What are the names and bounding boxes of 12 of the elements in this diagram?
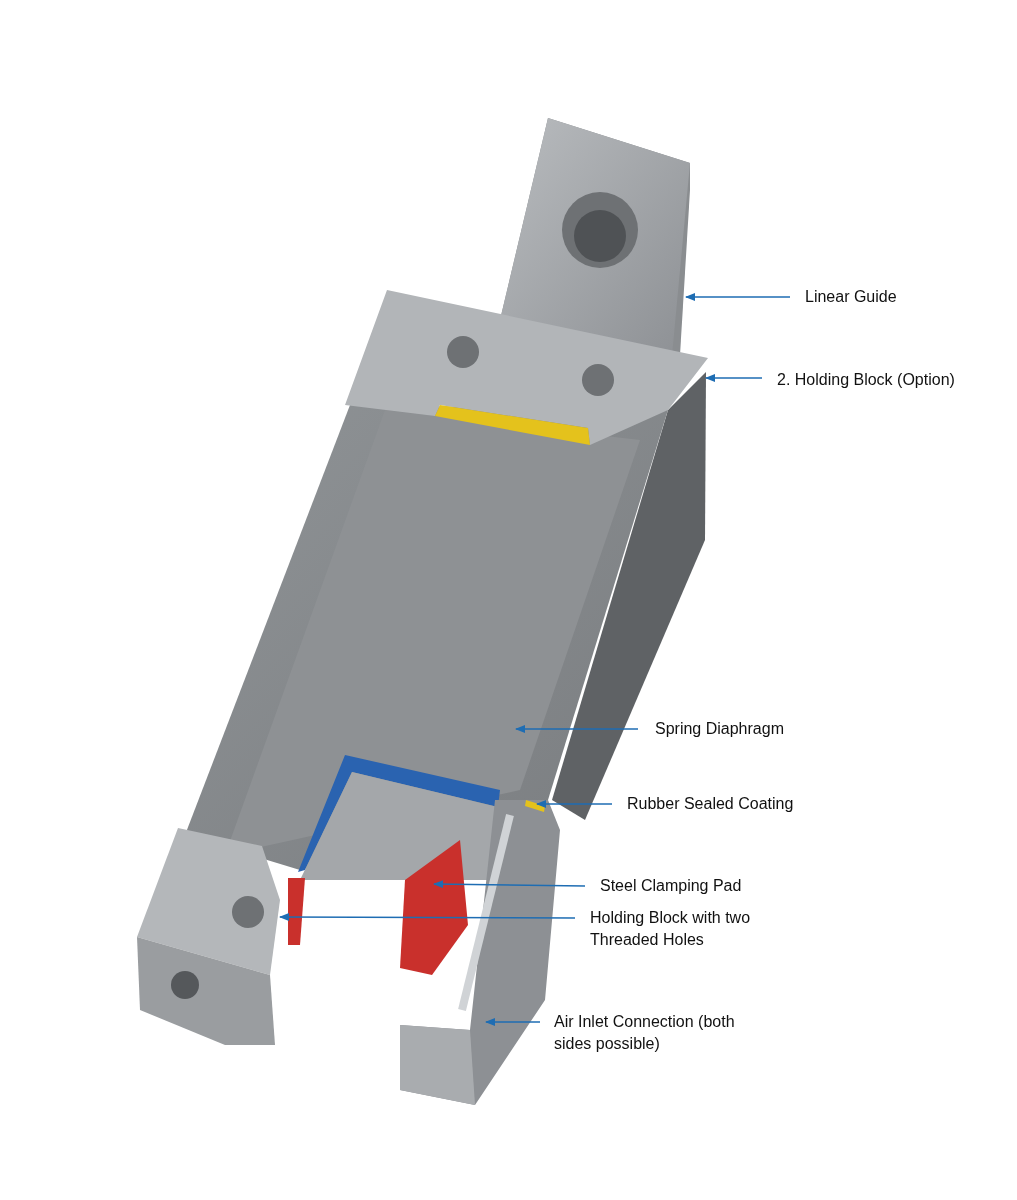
- callout-label: Rubber Sealed Coating: [627, 793, 847, 815]
- leader-line: [705, 374, 763, 382]
- leader-line: [433, 880, 586, 889]
- leader-line: [536, 800, 613, 808]
- callout-label: Spring Diaphragm: [655, 718, 875, 740]
- callout-label: 2. Holding Block (Option): [777, 369, 997, 391]
- callout-label: Linear Guide: [805, 286, 1010, 308]
- callout-label: Air Inlet Connection (both sides possible): [554, 1011, 774, 1055]
- callout-label: Steel Clamping Pad: [600, 875, 820, 897]
- leader-line: [279, 913, 576, 922]
- leader-line: [685, 293, 791, 301]
- callout-label: Holding Block with two Threaded Holes: [590, 907, 810, 951]
